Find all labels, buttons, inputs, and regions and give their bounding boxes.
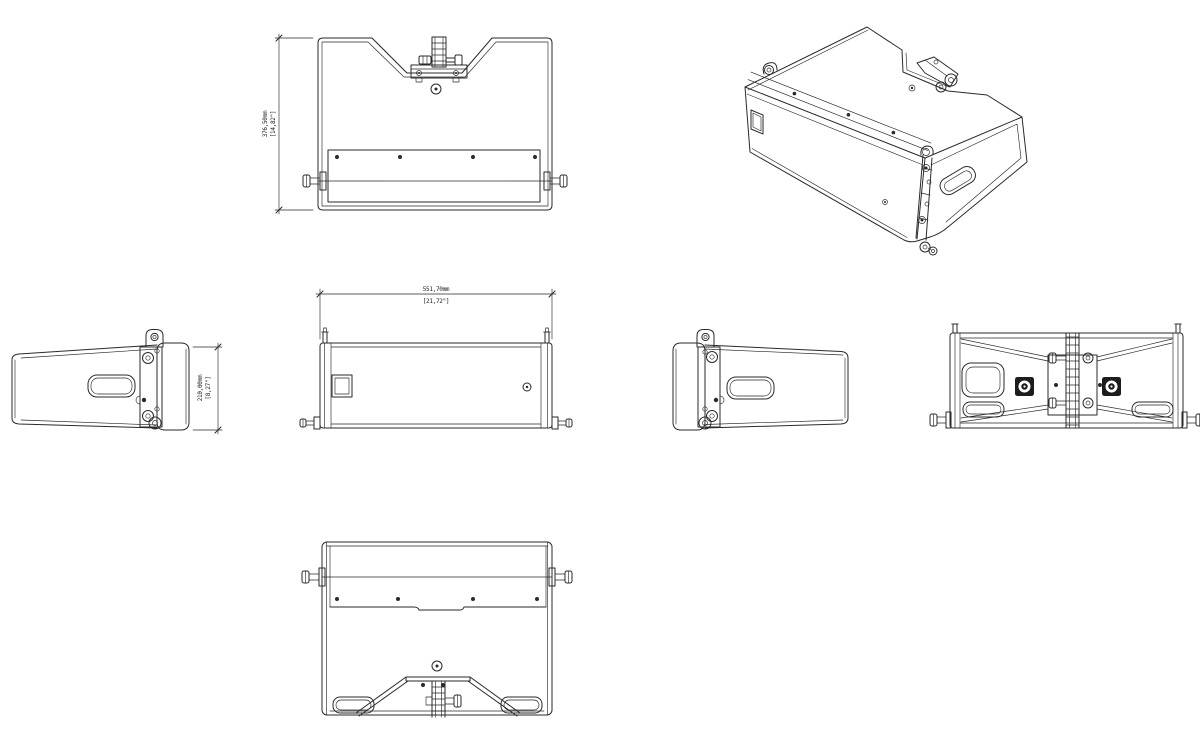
left-side-outline xyxy=(11,342,190,431)
top-view-dim-mm: 376,50mm xyxy=(262,110,269,137)
front-view-outline xyxy=(319,342,553,429)
top-view: 376,50mm [14,82"] xyxy=(255,16,585,221)
front-view-width-dimension: 551,70mm [21,72"] xyxy=(315,286,557,340)
rear-view-speakon-left xyxy=(1015,377,1034,396)
left-side-handle xyxy=(87,374,136,398)
isometric-outline xyxy=(744,26,1028,243)
isometric-pull-pin xyxy=(919,241,938,256)
isometric-ear-tab xyxy=(762,62,778,75)
top-view-outline xyxy=(317,37,553,211)
isometric-front-rail xyxy=(915,145,934,241)
left-side-height-dimension: 210,00mm [8,27"] xyxy=(192,342,223,435)
rear-view-bottom-left-pin xyxy=(929,411,952,429)
rear-view-center-bracket xyxy=(1047,332,1102,429)
isometric-view xyxy=(718,8,1068,260)
bottom-view-left-pin xyxy=(301,567,326,587)
rear-view-speakon-right xyxy=(1102,377,1121,396)
top-view-rigging-bracket xyxy=(410,36,468,83)
top-view-right-pin xyxy=(543,171,568,191)
side-view-dim-inch: [8,27"] xyxy=(205,376,212,399)
front-view-bottom-left-pin xyxy=(299,416,321,430)
top-view-left-pin xyxy=(302,171,327,191)
rear-view-top-pins xyxy=(951,323,1182,334)
top-view-height-dimension: 376,50mm [14,82"] xyxy=(262,33,314,215)
right-side-view xyxy=(665,325,860,440)
front-view-bottom-right-pin xyxy=(551,416,573,430)
bottom-view-rigging-bracket xyxy=(355,676,521,718)
left-side-view: 210,00mm [8,27"] xyxy=(5,325,240,440)
bottom-view-outline xyxy=(321,541,553,716)
right-side-handle xyxy=(726,376,775,400)
bottom-view xyxy=(300,535,600,749)
rear-view-left-handle xyxy=(962,401,1005,418)
bottom-view-hole xyxy=(431,660,443,672)
top-view-hole xyxy=(430,83,442,95)
front-view-dim-inch: [21,72"] xyxy=(423,298,450,305)
front-view-logo-plate xyxy=(331,374,353,398)
right-side-outline xyxy=(672,342,849,431)
right-side-rigging-plate xyxy=(697,346,725,430)
front-view: 551,70mm [21,72"] xyxy=(299,283,600,438)
isometric-side-panel xyxy=(930,123,1022,223)
bottom-view-right-pin xyxy=(548,567,573,587)
front-view-hole xyxy=(522,382,532,392)
rear-view-bottom-right-pin xyxy=(1181,411,1200,429)
left-side-ear-tab xyxy=(145,329,164,348)
side-view-dim-mm: 210,00mm xyxy=(197,374,204,401)
rear-view-left-recess xyxy=(961,362,1005,398)
rear-view-right-handle xyxy=(1131,401,1174,418)
top-view-rear-plate xyxy=(317,149,553,203)
bottom-view-left-foot xyxy=(332,696,375,714)
front-view-top-pins xyxy=(321,327,551,344)
left-side-rigging-plate xyxy=(135,346,163,430)
isometric-front-face xyxy=(746,93,924,238)
bottom-view-right-foot xyxy=(500,696,543,714)
bottom-view-front-plate xyxy=(321,545,553,611)
rear-view xyxy=(929,323,1200,443)
isometric-rigging-bracket xyxy=(905,52,959,93)
front-view-dim-mm: 551,70mm xyxy=(423,286,450,293)
isometric-top-strip xyxy=(747,71,932,151)
top-view-dim-inch: [14,82"] xyxy=(270,111,277,138)
right-side-ear-tab xyxy=(696,329,715,348)
